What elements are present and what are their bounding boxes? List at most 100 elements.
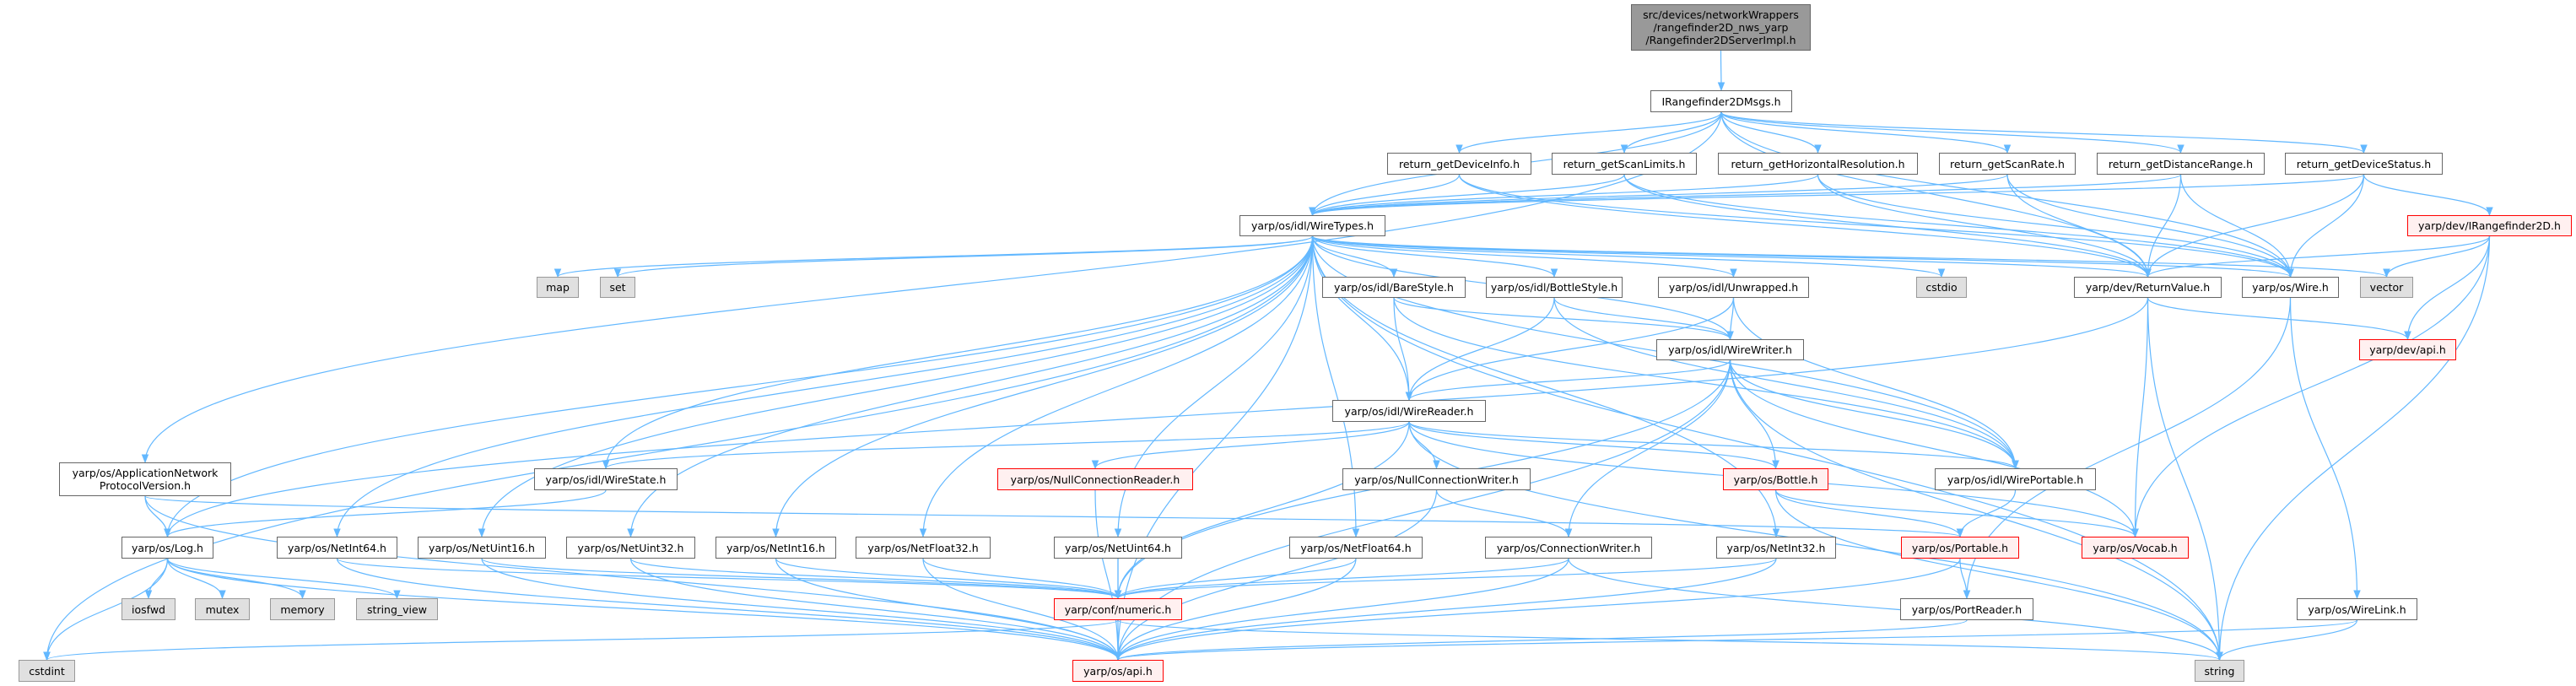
edge-netfloat64-to-numeric xyxy=(1114,558,1357,600)
edge-root-to-msgs xyxy=(1717,50,1725,92)
edge-wiretypes-to-returnvalue xyxy=(1311,235,2152,278)
node-wirewriter[interactable]: yarp/os/idl/WireWriter.h xyxy=(1656,339,1804,360)
node-bottlestyle[interactable]: yarp/os/idl/BottleStyle.h xyxy=(1486,277,1623,298)
edge-wirestate-to-log xyxy=(164,489,607,538)
node-root[interactable]: src/devices/networkWrappers /rangefinder… xyxy=(1631,4,1811,51)
edge-log-to-mutex xyxy=(166,558,226,600)
edge-wirelink-to-osapi xyxy=(1115,619,2358,662)
edge-msgs-to-devinfo xyxy=(1455,111,1722,154)
node-netfloat32[interactable]: yarp/os/NetFloat32.h xyxy=(856,537,991,559)
edge-wirereader-to-nullreader xyxy=(1091,421,1410,470)
node-vector[interactable]: vector xyxy=(2360,277,2413,298)
node-memory[interactable]: memory xyxy=(270,598,335,620)
node-wirestate[interactable]: yarp/os/idl/WireState.h xyxy=(534,468,678,490)
edge-log-to-osapi xyxy=(166,558,1122,662)
node-returnvalue[interactable]: yarp/dev/ReturnValue.h xyxy=(2074,277,2222,298)
node-wirelink[interactable]: yarp/os/WireLink.h xyxy=(2297,598,2417,620)
node-netint16[interactable]: yarp/os/NetInt16.h xyxy=(716,537,836,559)
edge-netint32-to-numeric xyxy=(1115,558,1777,600)
edge-numeric-to-cstdint xyxy=(43,619,1119,662)
node-msgs[interactable]: IRangefinder2DMsgs.h xyxy=(1650,90,1792,112)
node-iosfwd[interactable]: iosfwd xyxy=(122,598,176,620)
node-set[interactable]: set xyxy=(600,277,635,298)
edge-nullwriter-to-connwriter xyxy=(1435,489,1573,538)
edge-wiretypes-to-set xyxy=(614,235,1314,278)
node-numeric[interactable]: yarp/conf/numeric.h xyxy=(1054,598,1182,620)
node-portreader[interactable]: yarp/os/PortReader.h xyxy=(1900,598,2033,620)
edge-wiretypes-to-vector xyxy=(1311,235,2390,278)
edge-bottle-to-vocab xyxy=(1774,489,2139,538)
node-irange[interactable]: yarp/dev/IRangefinder2D.h xyxy=(2407,215,2572,236)
edge-log-to-cstdint xyxy=(43,558,169,662)
edge-irange-to-vocab xyxy=(2131,235,2491,538)
edge-netint32-to-osapi xyxy=(1114,558,1777,662)
edge-wiretypes-to-wirestate xyxy=(602,235,1314,470)
edge-unwrapped-to-wirereader xyxy=(1405,297,1735,402)
node-netint64[interactable]: yarp/os/NetInt64.h xyxy=(277,537,397,559)
node-portable[interactable]: yarp/os/Portable.h xyxy=(1901,537,2019,559)
node-string[interactable]: string xyxy=(2195,660,2244,682)
edge-devstatus-to-wire xyxy=(2287,174,2365,278)
node-bottle[interactable]: yarp/os/Bottle.h xyxy=(1723,468,1828,490)
edge-wiretypes-to-netint16 xyxy=(772,235,1314,538)
edge-returnvalue-to-string xyxy=(2147,297,2223,662)
edge-appnet-to-osapi xyxy=(144,495,1122,662)
edge-log-to-iosfwd xyxy=(144,558,169,600)
node-devapi[interactable]: yarp/dev/api.h xyxy=(2359,339,2456,360)
node-barestyle[interactable]: yarp/os/idl/BareStyle.h xyxy=(1322,277,1466,298)
edge-wirewriter-to-string xyxy=(1729,359,2223,662)
edge-horizres-to-wire xyxy=(1817,174,2294,278)
edge-devstatus-to-wiretypes xyxy=(1309,174,2365,217)
node-netuint32[interactable]: yarp/os/NetUint32.h xyxy=(566,537,695,559)
edge-portable-to-osapi xyxy=(1114,558,1961,662)
edge-wirewriter-to-wirereader xyxy=(1405,359,1731,402)
edge-wiretypes-to-netuint16 xyxy=(478,235,1314,538)
node-log[interactable]: yarp/os/Log.h xyxy=(122,537,213,559)
node-netfloat64[interactable]: yarp/os/NetFloat64.h xyxy=(1289,537,1423,559)
node-cstdio[interactable]: cstdio xyxy=(1916,277,1967,298)
edge-netfloat64-to-osapi xyxy=(1114,558,1357,662)
node-devinfo[interactable]: return_getDeviceInfo.h xyxy=(1387,153,1531,175)
node-horizres[interactable]: return_getHorizontalResolution.h xyxy=(1718,153,1918,175)
node-connwriter[interactable]: yarp/os/ConnectionWriter.h xyxy=(1485,537,1652,559)
edge-numeric-to-string xyxy=(1117,619,2223,662)
node-nullwriter[interactable]: yarp/os/NullConnectionWriter.h xyxy=(1342,468,1531,490)
node-wiretypes[interactable]: yarp/os/idl/WireTypes.h xyxy=(1239,215,1385,236)
node-map[interactable]: map xyxy=(537,277,579,298)
edge-wiretypes-to-wirereader xyxy=(1311,235,1413,402)
node-cstdint[interactable]: cstdint xyxy=(19,660,75,682)
node-netint32[interactable]: yarp/os/NetInt32.h xyxy=(1716,537,1836,559)
node-vocab[interactable]: yarp/os/Vocab.h xyxy=(2082,537,2189,559)
node-wireportable[interactable]: yarp/os/idl/WirePortable.h xyxy=(1935,468,2096,490)
node-mutex[interactable]: mutex xyxy=(195,598,250,620)
edge-wiretypes-to-string xyxy=(1311,235,2223,662)
node-netuint16[interactable]: yarp/os/NetUint16.h xyxy=(418,537,546,559)
edge-bottlestyle-to-wireportable xyxy=(1553,297,2019,470)
node-wirereader[interactable]: yarp/os/idl/WireReader.h xyxy=(1332,400,1486,422)
edge-msgs-to-scanrate xyxy=(1720,111,2012,154)
edge-barestyle-to-wirereader xyxy=(1393,297,1413,402)
edge-netint16-to-numeric xyxy=(775,558,1122,600)
edge-msgs-to-appnet xyxy=(141,111,1722,464)
edge-wiretypes-to-unwrapped xyxy=(1311,235,1737,278)
node-appnet[interactable]: yarp/os/ApplicationNetwork ProtocolVersi… xyxy=(59,462,231,496)
node-nullreader[interactable]: yarp/os/NullConnectionReader.h xyxy=(997,468,1193,490)
edge-netuint32-to-numeric xyxy=(629,558,1122,600)
node-netuint64[interactable]: yarp/os/NetUint64.h xyxy=(1054,537,1182,559)
edge-distrange-to-wire xyxy=(2179,174,2294,278)
node-unwrapped[interactable]: yarp/os/idl/Unwrapped.h xyxy=(1658,277,1809,298)
edge-netint64-to-osapi xyxy=(336,558,1122,662)
edge-log-to-string_view xyxy=(166,558,401,600)
node-scanlimits[interactable]: return_getScanLimits.h xyxy=(1552,153,1697,175)
edge-horizres-to-wiretypes xyxy=(1309,174,1819,217)
edge-wiretypes-to-bottlestyle xyxy=(1311,235,1558,278)
node-devstatus[interactable]: return_getDeviceStatus.h xyxy=(2285,153,2443,175)
edge-portreader-to-osapi xyxy=(1115,619,1968,662)
edge-msgs-to-returnvalue xyxy=(1720,111,2152,278)
node-wire[interactable]: yarp/os/Wire.h xyxy=(2242,277,2339,298)
node-scanrate[interactable]: return_getScanRate.h xyxy=(1939,153,2076,175)
edge-irange-to-vector xyxy=(2383,235,2491,278)
node-string_view[interactable]: string_view xyxy=(356,598,438,620)
node-distrange[interactable]: return_getDistanceRange.h xyxy=(2097,153,2265,175)
node-osapi[interactable]: yarp/os/api.h xyxy=(1072,660,1164,682)
